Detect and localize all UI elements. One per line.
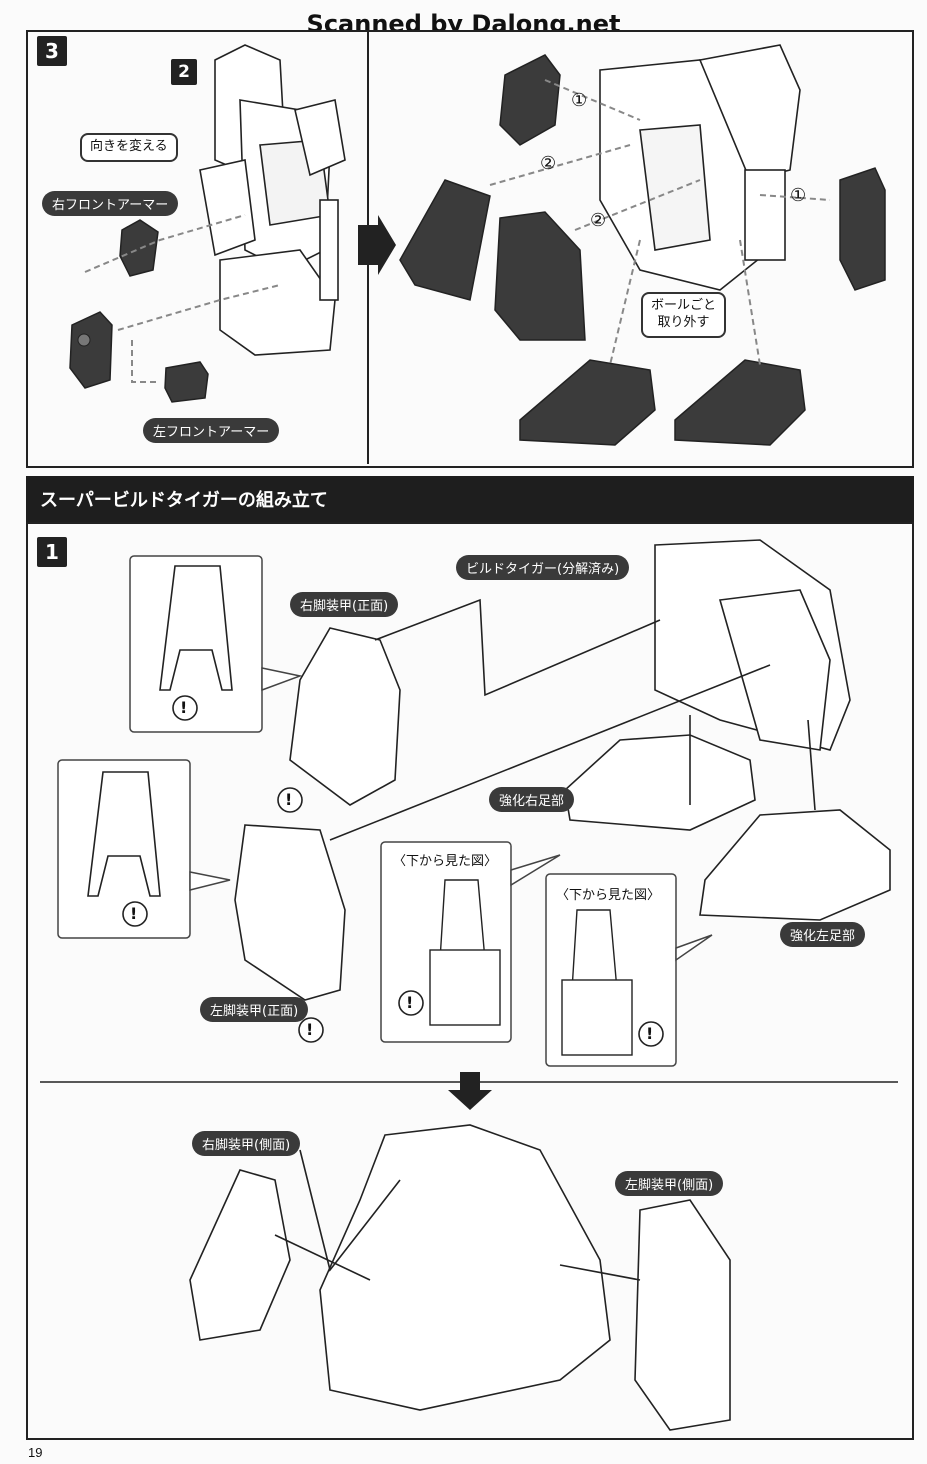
left-leg-armor-front bbox=[234, 824, 346, 1001]
left-front-armor-small bbox=[164, 361, 209, 403]
strong-right-foot bbox=[564, 734, 756, 831]
dashed-arrow-1 bbox=[84, 214, 246, 273]
dashed-arrow-r1 bbox=[544, 79, 641, 121]
step3-marker-2a: ② bbox=[540, 153, 557, 174]
step3-big-arrow bbox=[358, 215, 396, 275]
step3-marker-2b: ② bbox=[590, 210, 607, 231]
strong-left-foot bbox=[699, 809, 891, 921]
warning-glyph-3: ! bbox=[130, 904, 138, 923]
connect-line-right bbox=[374, 598, 661, 697]
dashed-arrow-2 bbox=[117, 284, 281, 331]
tiger-upper-right bbox=[698, 44, 801, 181]
view2-bottom bbox=[561, 979, 633, 1056]
tiger-leg-armor-right bbox=[494, 211, 586, 341]
tiger-foot-left bbox=[519, 359, 656, 446]
tiger-leg-armor-left bbox=[399, 179, 491, 301]
robot-leg-part bbox=[219, 249, 336, 356]
callout-orient: 向きを変える bbox=[80, 133, 178, 162]
tag-left-front-armor: 左フロントアーマー bbox=[143, 418, 280, 443]
view-label-1: 〈下から見た図〉 bbox=[393, 854, 498, 869]
step2-sub-badge: 2 bbox=[171, 59, 197, 85]
assembled-tiger bbox=[319, 1124, 611, 1411]
step3-marker-1a: ① bbox=[571, 90, 588, 111]
side-arrow-left bbox=[559, 1264, 641, 1281]
zoom-box-right-leg bbox=[129, 555, 263, 733]
section-title-bar: スーパービルドタイガーの組み立て bbox=[26, 476, 914, 522]
dashed-arrow-r6 bbox=[739, 239, 761, 366]
warning-icon-6 bbox=[638, 1021, 664, 1047]
warning-icon-5 bbox=[398, 990, 424, 1016]
dashed-arrow-r3 bbox=[574, 179, 701, 231]
warning-icon-1 bbox=[172, 695, 198, 721]
dashed-arrow-r5 bbox=[609, 239, 641, 366]
robot-head-part bbox=[294, 99, 346, 177]
warning-icon-3 bbox=[122, 901, 148, 927]
right-leg-armor-side bbox=[189, 1169, 291, 1341]
tag-build-tiger: ビルドタイガー(分解済み) bbox=[456, 555, 630, 580]
callout-tail-1 bbox=[261, 667, 303, 692]
tag-left-leg-side: 左脚装甲(側面) bbox=[615, 1171, 724, 1196]
tag-strong-right-foot: 強化右足部 bbox=[489, 787, 575, 812]
tag-right-leg-front: 右脚装甲(正面) bbox=[290, 592, 399, 617]
step3-marker-1b: ① bbox=[790, 185, 807, 206]
step3-badge: 3 bbox=[37, 36, 67, 66]
tiger-removed-part-2 bbox=[839, 167, 886, 291]
warning-glyph-2: ! bbox=[285, 790, 293, 809]
page-number: 19 bbox=[28, 1445, 43, 1460]
armor-ball-joint bbox=[77, 333, 91, 347]
tiger-side-rail bbox=[744, 169, 786, 261]
dashed-arrow-r4 bbox=[759, 194, 831, 201]
zoom-armor-shape-1 bbox=[159, 565, 233, 691]
tag-right-front-armor: 右フロントアーマー bbox=[42, 191, 179, 216]
view2-tail bbox=[675, 934, 713, 962]
tiger-right-side bbox=[718, 589, 831, 751]
robot-hip-part bbox=[199, 159, 256, 257]
tag-left-leg-front: 左脚装甲(正面) bbox=[200, 997, 309, 1022]
down-arrow-icon bbox=[448, 1072, 492, 1110]
callout-ball: ボールごと 取り外す bbox=[641, 292, 727, 338]
left-front-armor-shape bbox=[69, 311, 113, 389]
connect-arrow-left-foot bbox=[807, 719, 816, 811]
view1-top bbox=[439, 879, 486, 961]
warning-glyph-6: ! bbox=[646, 1024, 654, 1043]
warning-icon-2 bbox=[277, 787, 303, 813]
tiger-removed-part-1 bbox=[499, 54, 561, 146]
warning-glyph-1: ! bbox=[180, 698, 188, 717]
tag-right-leg-side: 右脚装甲(側面) bbox=[192, 1131, 301, 1156]
left-leg-armor-side bbox=[634, 1199, 731, 1431]
callout-tail-2 bbox=[189, 871, 231, 891]
zoom-armor-shape-2 bbox=[87, 771, 161, 897]
dashed-arrow-3 bbox=[131, 340, 160, 383]
view1-bottom bbox=[429, 949, 501, 1026]
connect-line-left bbox=[329, 664, 771, 841]
warning-glyph-4: ! bbox=[306, 1020, 314, 1039]
tag-strong-left-foot: 強化左足部 bbox=[780, 922, 866, 947]
dashed-arrow-r2 bbox=[489, 144, 631, 186]
side-arrow-right bbox=[274, 1234, 371, 1281]
robot-side-rail bbox=[319, 199, 339, 301]
right-front-armor-shape bbox=[119, 219, 159, 277]
section-title: スーパービルドタイガーの組み立て bbox=[40, 490, 328, 511]
view-label-2: 〈下から見た図〉 bbox=[556, 888, 661, 903]
right-leg-armor-front bbox=[289, 627, 401, 806]
zoom-box-left-leg bbox=[57, 759, 191, 939]
view2-top bbox=[571, 909, 618, 991]
warning-glyph-5: ! bbox=[406, 993, 414, 1012]
warning-icon-4 bbox=[298, 1017, 324, 1043]
tiger-center-panel bbox=[639, 124, 711, 251]
tiger-foot-right bbox=[674, 359, 806, 446]
step1-badge: 1 bbox=[37, 537, 67, 567]
connect-line-side bbox=[299, 1149, 401, 1272]
view1-tail bbox=[510, 854, 561, 887]
